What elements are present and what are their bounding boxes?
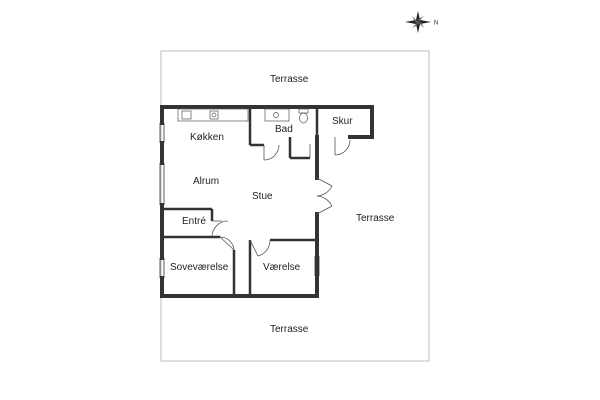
label-terrace-bottom: Terrasse xyxy=(270,324,309,335)
label-bedroom: Soveværelse xyxy=(170,262,229,273)
interior-walls xyxy=(162,107,319,296)
label-alrum: Alrum xyxy=(193,176,220,187)
bath-fixtures xyxy=(264,108,309,124)
compass-icon: N xyxy=(405,11,438,33)
terrace-outline xyxy=(160,50,430,362)
label-room: Værelse xyxy=(263,262,301,273)
compass-north-label: N xyxy=(434,21,438,27)
exterior-walls xyxy=(160,105,374,298)
label-bath: Bad xyxy=(275,124,293,135)
label-entrance: Entré xyxy=(182,216,206,227)
doors xyxy=(211,137,351,257)
label-shed: Skur xyxy=(332,116,353,127)
windows-left xyxy=(159,123,320,278)
label-kitchen: Køkken xyxy=(190,132,224,143)
label-living: Stue xyxy=(252,191,273,202)
kitchen-counter xyxy=(177,108,249,122)
label-terrace-top: Terrasse xyxy=(270,74,309,85)
label-terrace-right: Terrasse xyxy=(356,213,395,224)
